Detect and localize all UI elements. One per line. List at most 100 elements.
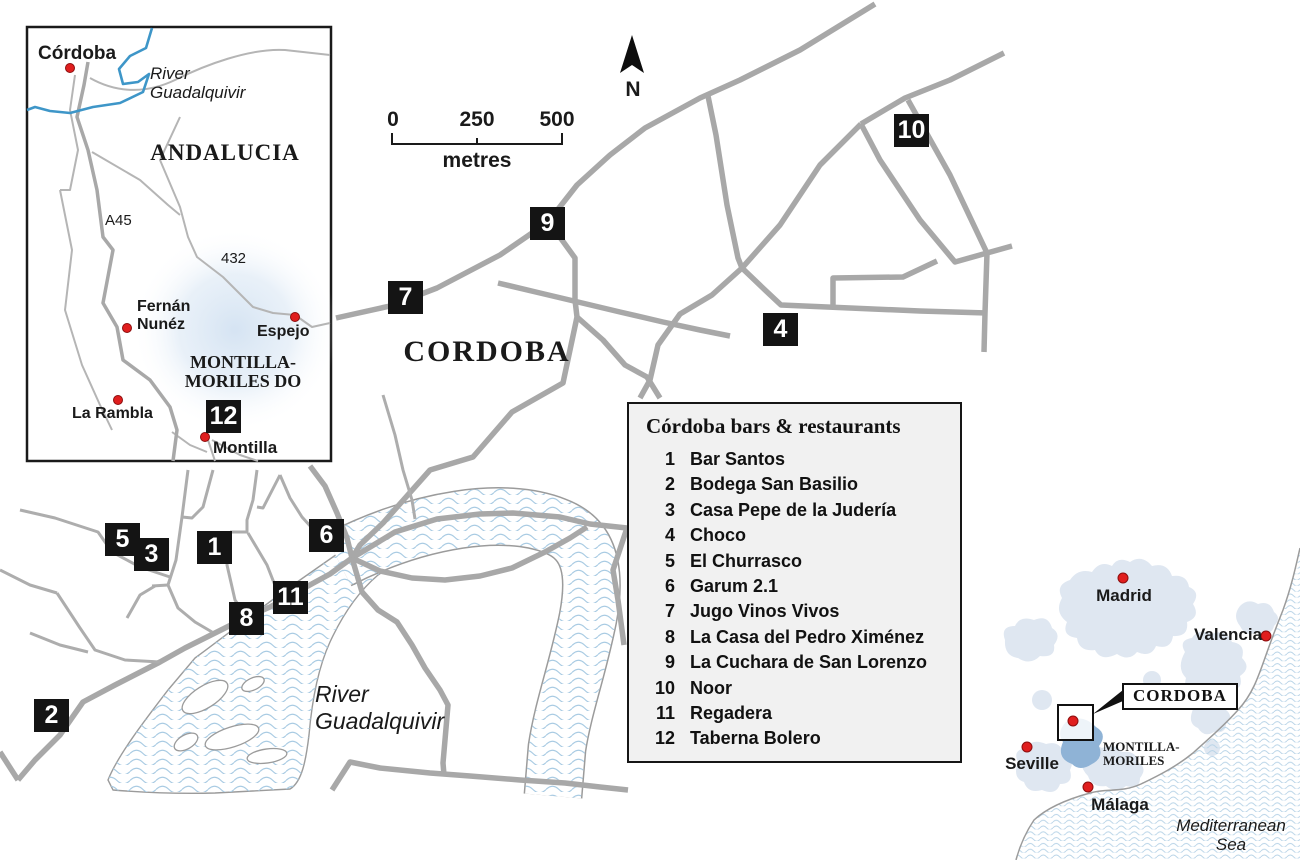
legend-item: 4 Choco [629,523,960,548]
legend-item: 2 Bodega San Basilio [629,472,960,497]
inset-map [25,25,338,463]
espejo-label: Espejo [257,323,310,340]
legend-item-num: 10 [654,677,675,698]
malaga-label: Málaga [1091,795,1149,814]
mediterranean-sea-label: Mediterranean Sea [1176,816,1286,854]
main-road-network [0,1,1013,793]
legend-item-name: Garum 2.1 [690,576,779,597]
legend-item-num: 6 [664,576,675,597]
montilla-dot [200,432,210,442]
legend-item: 8 La Casa del Pedro Ximénez [629,625,960,650]
scale-mid: 250 [459,108,495,131]
map-marker-7: 7 [388,281,423,314]
seville-label: Seville [1005,754,1059,773]
map-marker-4: 4 [763,313,798,346]
sea-line2: Sea [1215,835,1247,854]
sea-area [1016,548,1300,860]
map-marker-9: 9 [530,207,565,240]
scale-end: 500 [539,108,575,131]
inset-city-dots [65,63,300,442]
inset-region-label: ANDALUCIA [150,140,300,165]
legend-item-num: 3 [664,499,675,520]
spain-city-dots [1021,572,1272,793]
legend-item: 10 Noor [629,676,960,701]
madrid-dot [1117,572,1129,584]
legend-item-name: Choco [690,525,746,546]
inset-road-a45-label: A45 [105,212,132,229]
inset-river-guadalquivir [26,27,154,115]
inset-cordoba-label: Córdoba [38,43,117,64]
seville-dot [1021,741,1033,753]
legend-item-num: 11 [655,703,675,724]
map-marker-10: 10 [894,114,929,147]
scale-unit: metres [442,149,512,172]
map-marker-5: 5 [105,523,140,556]
legend-item: 6 Garum 2.1 [629,574,960,599]
la-rambla-dot [113,395,123,405]
legend-item-name: Bodega San Basilio [690,474,859,495]
inset-road-432-label: 432 [221,250,247,267]
legend-item-num: 5 [664,550,675,571]
mm-line1: MONTILLA- [1103,739,1180,754]
legend-item-name: Jugo Vinos Vivos [690,601,840,622]
legend-item-num: 9 [664,652,675,673]
scale-bar [391,133,563,145]
legend-item-num: 1 [664,449,675,469]
fernan-nunez-dot [122,323,132,333]
legend-item: 5 El Churrasco [629,549,960,574]
main-river-line1: River [315,681,369,707]
legend-item: 3 Casa Pepe de la Judería [629,498,960,523]
legend-panel: Córdoba bars & restaurants 1 Bar Santos 2… [627,402,962,763]
valencia-dot [1260,630,1272,642]
legend-item-name: Noor [690,677,732,698]
main-city-label: CORDOBA [403,335,571,368]
sea-line1: Mediterranean [1176,816,1286,835]
map-marker-11: 11 [273,581,308,614]
legend-title: Córdoba bars & restaurants [646,414,901,438]
coastline [1015,547,1300,860]
main-river-line2: Guadalquivir [315,708,445,734]
map-marker-1: 1 [197,531,232,564]
cordoba-callout-box: CORDOBA [1122,683,1238,710]
main-river-label: River Guadalquivir [315,681,444,735]
legend-item-name: Bar Santos [690,449,786,469]
espejo-dot [290,312,300,322]
do-line2: MORILES DO [184,371,302,391]
cordoba-callout-pointer [1093,690,1123,714]
map-marker-12: 12 [206,400,241,433]
inset-river-line1: River [150,64,190,83]
la-rambla-label: La Rambla [72,405,153,422]
inset-road-a45 [75,61,179,462]
montilla-moriles-do-label: MONTILLA- MORILES DO [185,353,302,391]
legend-item-name: La Casa del Pedro Ximénez [690,626,925,647]
montilla-moriles-do-area [132,228,338,432]
legend-item-num: 2 [664,474,675,495]
inset-river-line2: Guadalquivir [150,83,246,102]
legend-item: 1 Bar Santos [629,447,960,472]
locator-square-dot [1067,715,1079,727]
do-line1: MONTILLA- [189,352,296,372]
legend-item-num: 4 [664,525,675,546]
scale-start: 0 [387,108,399,131]
madrid-label: Madrid [1096,586,1152,605]
map-marker-8: 8 [229,602,264,635]
legend-item-name: Regadera [690,703,773,724]
legend-item: 11 Regadera [629,701,960,726]
map-marker-6: 6 [309,519,344,552]
montilla-label: Montilla [213,438,278,457]
north-arrow-icon [620,35,644,73]
legend-item-name: Taberna Bolero [690,728,821,749]
fernan-line2: Nunéz [137,316,185,333]
montilla-moriles-label: MONTILLA- MORILES [1103,740,1180,768]
cordoba-dot [65,63,75,73]
legend-item-num: 7 [664,601,675,622]
legend-item-name: Casa Pepe de la Judería [690,499,897,520]
legend-item: 7 Jugo Vinos Vivos [629,599,960,624]
legend-item-name: El Churrasco [690,550,803,571]
legend-item-num: 8 [664,626,675,647]
main-map-river-guadalquivir [107,487,621,799]
